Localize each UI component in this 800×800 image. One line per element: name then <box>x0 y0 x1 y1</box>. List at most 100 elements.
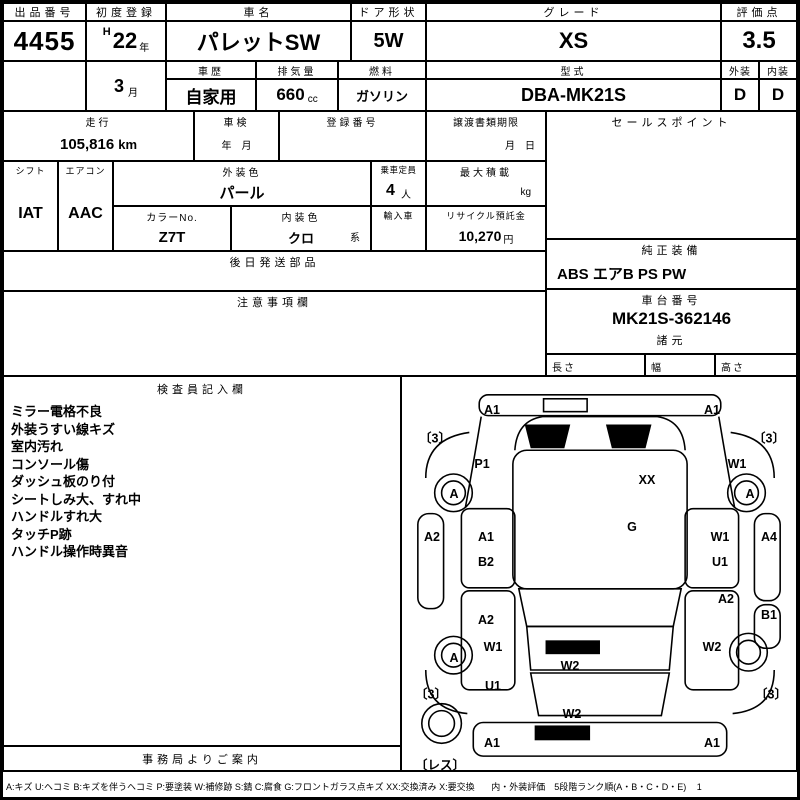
damage-mark: A1 <box>704 403 720 417</box>
model-code-label: 型式 <box>560 66 587 78</box>
shaken-label: 車検 <box>223 118 250 129</box>
car-outline-svg <box>417 394 781 757</box>
damage-mark: W1 <box>727 457 747 471</box>
model-code-header: 型式 <box>425 60 722 80</box>
capacity-unit: 人 <box>400 190 411 201</box>
displacement: 660 <box>276 85 305 104</box>
reg-no-value <box>280 129 425 160</box>
damage-mark: A <box>449 651 459 665</box>
transfer-deadline-value: 月 日 <box>505 141 535 152</box>
office-label: 事務局よりご案内 <box>142 753 262 766</box>
grade-header: グレード <box>425 2 722 22</box>
score-value: 3.5 <box>720 20 798 62</box>
displacement-label: 排気量 <box>277 66 317 78</box>
office-box: 事務局よりご案内 <box>2 745 402 772</box>
max-load-box: 最大積載 kg <box>425 160 547 207</box>
color-no-label: カラーNo. <box>146 213 198 224</box>
legend-rank: 内・外装評価 5段階ランク順(A・B・C・D・E) <box>491 782 687 792</box>
displacement-value: 660 cc <box>255 78 339 112</box>
inspector-note-line: コンソール傷 <box>11 456 90 472</box>
damage-mark: B1 <box>761 608 777 622</box>
length-label: 長さ <box>552 363 576 374</box>
spec-length-cell: 長さ <box>547 355 646 375</box>
spec-row: 長さ 幅 高さ <box>547 353 796 375</box>
int-color-label: 内装色 <box>281 213 321 224</box>
auction-no-empty-cell <box>2 60 87 112</box>
mileage-box: 走行 105,816 km <box>2 110 195 162</box>
notes-value <box>4 310 545 375</box>
exterior-grade: D <box>720 78 760 112</box>
grade-value: XS <box>425 20 722 62</box>
recycle-deposit-box: リサイクル預託金 10,270 円 <box>425 205 547 252</box>
damage-mark: U1 <box>712 555 728 569</box>
first-reg-year: 22 <box>112 28 138 53</box>
first-reg-month-unit: 月 <box>128 87 138 99</box>
reg-no-label: 登録番号 <box>326 118 379 129</box>
damage-mark: G <box>627 520 637 534</box>
capacity-box: 乗車定員 4 人 <box>370 160 427 207</box>
capacity-label: 乗車定員 <box>380 165 417 175</box>
first-reg-era: H <box>102 26 111 38</box>
first-reg-header: 初度登録 <box>85 2 167 22</box>
inspector-note-line: ハンドル操作時異音 <box>11 544 129 559</box>
max-load-label: 最大積載 <box>460 168 512 179</box>
capacity: 4 <box>386 181 395 199</box>
genuine-equipment-value: ABS エアB PS PW <box>557 265 687 283</box>
aircon-label: エアコン <box>65 166 106 176</box>
inspector-note-line: タッチP跡 <box>11 526 72 542</box>
height-label: 高さ <box>721 363 745 374</box>
sales-point-box: セールスポイント <box>545 110 798 240</box>
damage-mark: XX <box>638 473 656 487</box>
notes-box: 注意事項欄 <box>2 290 547 377</box>
exterior-grade-value: D <box>733 85 747 104</box>
first-reg-month: 3 <box>113 75 124 96</box>
int-color-box: 内装色 クロ 系 <box>230 205 372 252</box>
interior-grade: D <box>758 78 798 112</box>
spec-width-cell: 幅 <box>646 355 716 375</box>
aircon-box: エアコン AAC <box>57 160 114 252</box>
notes-label: 注意事項欄 <box>237 297 312 309</box>
later-parts-value <box>4 270 545 290</box>
first-reg-label: 初度登録 <box>96 7 156 19</box>
mileage-unit: km <box>118 137 138 152</box>
inspector-label: 検査員記入欄 <box>157 384 247 396</box>
grade: XS <box>558 28 589 53</box>
ext-color-label: 外装色 <box>222 168 262 179</box>
interior-grade-value: D <box>771 85 785 104</box>
fuel-value: ガソリン <box>337 78 427 112</box>
shaken-value: 年 月 <box>221 141 252 152</box>
damage-mark: A4 <box>761 530 777 544</box>
car-name-value: パレットSW <box>165 20 352 62</box>
inspector-note-line: ミラー電格不良 <box>11 404 103 419</box>
history-value: 自家用 <box>165 78 257 112</box>
score-header: 評価点 <box>720 2 798 22</box>
genuine-equipment-box: 純正装備 ABS エアB PS PW <box>545 238 798 290</box>
doors-value: 5W <box>350 20 427 62</box>
history-label: 車歴 <box>198 66 224 78</box>
damage-mark: A1 <box>478 530 494 544</box>
transfer-deadline-label: 譲渡書類期限 <box>453 118 519 129</box>
capacity-value: 4 人 <box>372 176 425 205</box>
displacement-header: 排気量 <box>255 60 339 80</box>
aircon-value: AAC <box>68 204 103 222</box>
interior-header: 内装 <box>758 60 798 80</box>
color-no-value: Z7T <box>158 228 186 246</box>
later-parts-label: 後日発送部品 <box>229 257 320 269</box>
auction-no: 4455 <box>13 25 76 56</box>
recycle-deposit: 10,270 <box>458 228 502 244</box>
genuine-equipment-label: 純正装備 <box>641 245 702 257</box>
damage-mark: 〔3〕 <box>753 431 785 446</box>
damage-mark: 〔3〕 <box>419 431 451 446</box>
chassis-number: MK21S-362146 <box>611 309 732 328</box>
damage-mark: W1 <box>483 640 503 654</box>
import-car-box: 輸入車 <box>370 205 427 252</box>
history: 自家用 <box>185 87 237 107</box>
exterior-label: 外装 <box>729 66 751 78</box>
doors-header: ドア形状 <box>350 2 427 22</box>
damage-mark: 〔3〕 <box>755 687 787 702</box>
import-car-value <box>372 222 425 250</box>
auction-no-value: 4455 <box>2 20 87 62</box>
inspector-lines: ミラー電格不良外装うすい線キズ室内汚れコンソール傷ダッシュ板のり付シートしみ大、… <box>4 397 400 561</box>
mileage-value: 105,816 km <box>4 129 193 160</box>
